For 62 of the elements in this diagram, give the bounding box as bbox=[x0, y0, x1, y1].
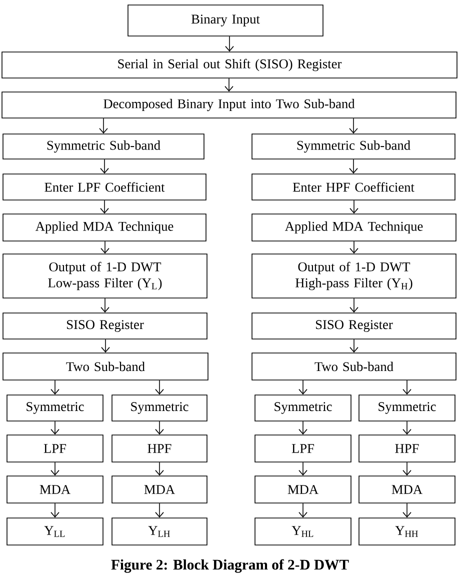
process-box: SISO Register bbox=[252, 312, 456, 340]
process-box: Output of 1-D DWT High-pass Filter (Y$_{H}$) bbox=[252, 254, 456, 298]
arrow bbox=[402, 380, 412, 395]
process-box: Y$_{LL}$ bbox=[6, 518, 104, 546]
process-box: LPF bbox=[254, 434, 352, 462]
arrow bbox=[298, 380, 308, 395]
process-box: MDA bbox=[6, 476, 104, 504]
arrow bbox=[350, 200, 358, 214]
arrow bbox=[50, 502, 60, 518]
process-box: Y$_{LH}$ bbox=[112, 518, 208, 546]
process-box: Symmetric bbox=[6, 394, 104, 422]
arrow bbox=[50, 462, 60, 476]
arrow bbox=[349, 118, 358, 134]
arrow bbox=[50, 421, 60, 435]
process-box: Y$_{HL}$ bbox=[254, 518, 352, 546]
process-box: MDA bbox=[358, 476, 456, 504]
arrow bbox=[298, 421, 308, 435]
arrow bbox=[100, 240, 110, 254]
process-box: Output of 1-D DWT Low-pass Filter (Y$_{L}$) bbox=[2, 254, 208, 298]
arrow bbox=[100, 298, 110, 313]
process-box: HPF bbox=[358, 434, 456, 462]
caption: Figure 2: Block Diagram of 2-D DWT bbox=[111, 559, 349, 573]
arrow bbox=[100, 200, 109, 214]
arrow bbox=[155, 502, 164, 518]
process-box: Symmetric bbox=[358, 394, 456, 422]
process-box: Two Sub-band bbox=[252, 352, 456, 380]
process-box: Symmetric Sub-band bbox=[2, 134, 204, 160]
arrow bbox=[402, 421, 412, 435]
process-box: Symmetric bbox=[112, 394, 208, 422]
process-box: Symmetric Sub-band bbox=[252, 134, 456, 160]
arrow bbox=[225, 36, 234, 52]
arrow bbox=[349, 159, 358, 174]
arrow bbox=[155, 380, 164, 395]
process-box: Binary Input bbox=[128, 4, 324, 36]
arrow bbox=[155, 462, 164, 476]
arrow bbox=[101, 339, 110, 353]
process-box: LPF bbox=[6, 434, 104, 462]
process-box: Symmetric bbox=[254, 394, 352, 422]
process-box: Serial in Serial out Shift (SISO) Register bbox=[2, 52, 458, 78]
process-box: HPF bbox=[112, 434, 208, 462]
arrow bbox=[100, 159, 109, 174]
process-box: Applied MDA Technique bbox=[2, 214, 206, 242]
arrow bbox=[155, 421, 164, 435]
arrow bbox=[298, 502, 308, 518]
arrow bbox=[224, 78, 234, 92]
arrow bbox=[350, 298, 358, 313]
process-box: Enter HPF Coefficient bbox=[252, 174, 456, 200]
arrow bbox=[402, 502, 412, 518]
process-box: Enter LPF Coefficient bbox=[2, 174, 206, 200]
arrow bbox=[350, 339, 358, 353]
process-box: Two Sub-band bbox=[2, 352, 208, 380]
arrow bbox=[350, 240, 358, 254]
process-box: SISO Register bbox=[2, 312, 208, 340]
arrow bbox=[99, 118, 108, 134]
process-box: MDA bbox=[112, 476, 208, 504]
process-box: Applied MDA Technique bbox=[252, 214, 456, 242]
arrow bbox=[50, 380, 60, 395]
process-box: MDA bbox=[254, 476, 352, 504]
process-box: Y$_{HH}$ bbox=[358, 518, 456, 546]
arrow bbox=[402, 462, 412, 476]
arrow bbox=[298, 462, 308, 476]
process-box: Decomposed Binary Input into Two Sub-band bbox=[2, 92, 456, 118]
